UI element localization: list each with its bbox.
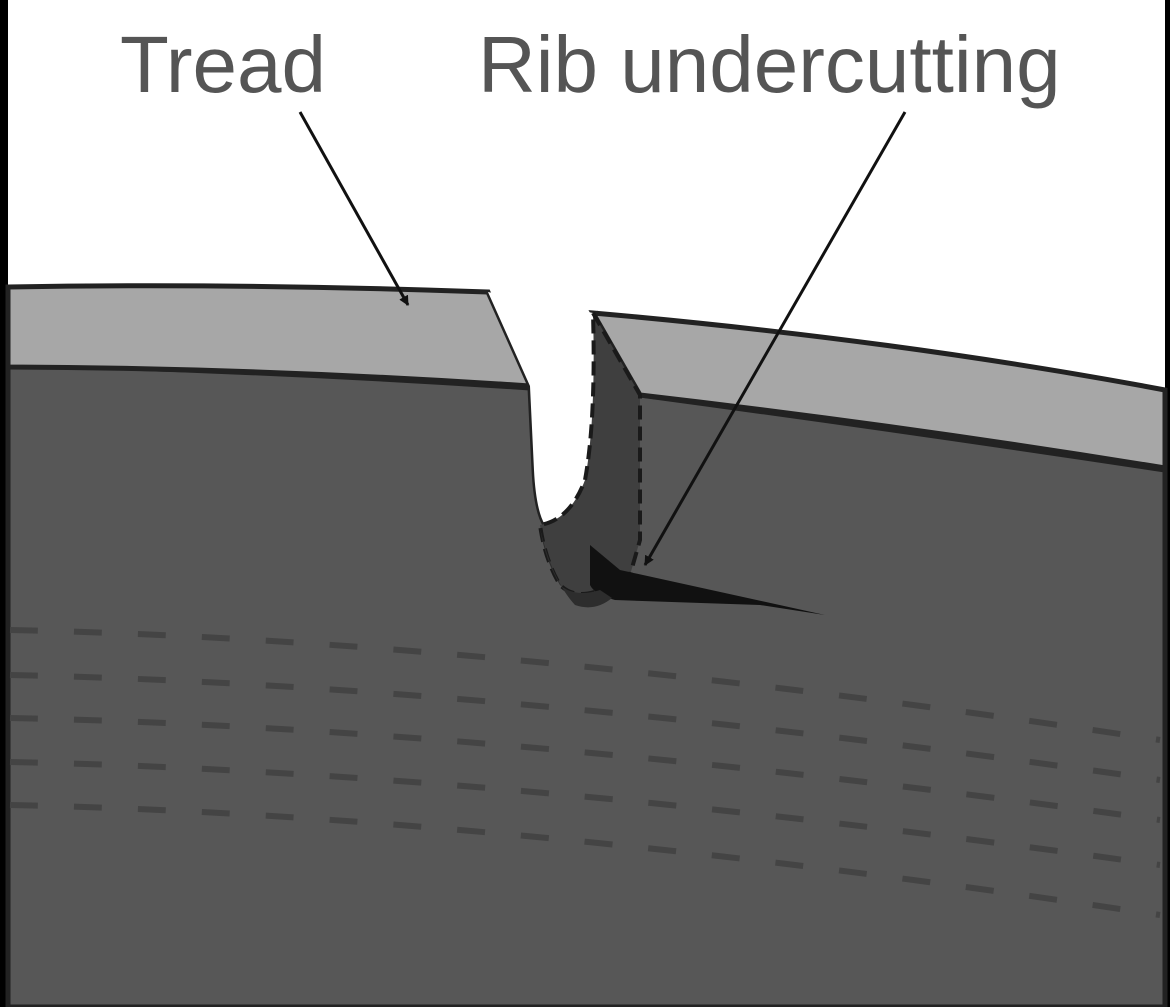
- right-tread-block: [588, 310, 1168, 471]
- groove-base-shadow: [540, 528, 612, 608]
- rib-undercutting-leader-arrow: [643, 111, 907, 566]
- tread-leader-arrow: [298, 111, 410, 306]
- tread-label: Tread: [120, 20, 326, 109]
- cord-ply-dashes: [9, 627, 1161, 918]
- left-tread-block: [5, 283, 534, 389]
- undercut-crack: [590, 545, 825, 615]
- undercut-wall-face: [537, 312, 642, 596]
- rib-undercutting-label: Rib undercutting: [478, 20, 1061, 109]
- groove-opening: [488, 292, 596, 526]
